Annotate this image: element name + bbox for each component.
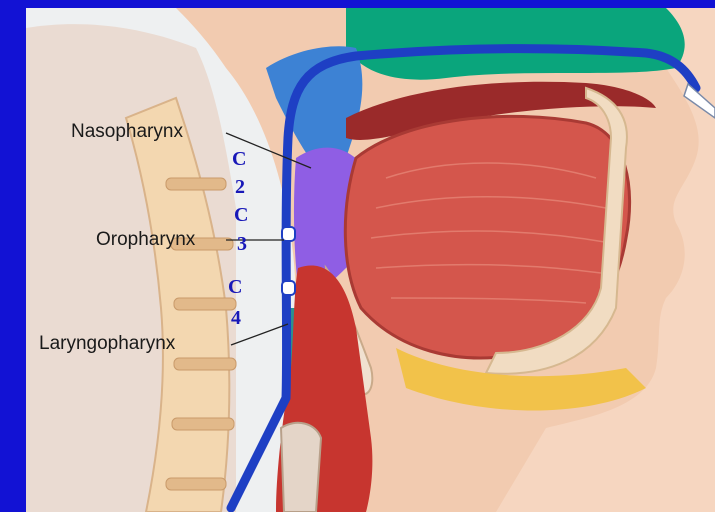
c3-letter: C [234, 204, 248, 227]
top-border [0, 0, 715, 8]
nasopharynx-label: Nasopharynx [71, 121, 183, 143]
c2-letter: C [232, 148, 246, 171]
tube-cuff-upper [282, 227, 295, 241]
nasal-cavity-region [346, 8, 685, 80]
oropharynx-label: Oropharynx [96, 229, 195, 251]
trachea-ring [281, 423, 321, 512]
diagram-panel: Nasopharynx Oropharynx Laryngopharynx C … [26, 8, 715, 512]
tube-cuff-lower [282, 281, 295, 295]
c4-number: 4 [231, 307, 241, 330]
c4-letter: C [228, 276, 242, 299]
pharynx-illustration [26, 8, 715, 512]
c3-number: 3 [237, 233, 247, 256]
c2-number: 2 [235, 176, 245, 199]
laryngopharynx-label: Laryngopharynx [39, 333, 175, 355]
left-border [0, 0, 26, 512]
